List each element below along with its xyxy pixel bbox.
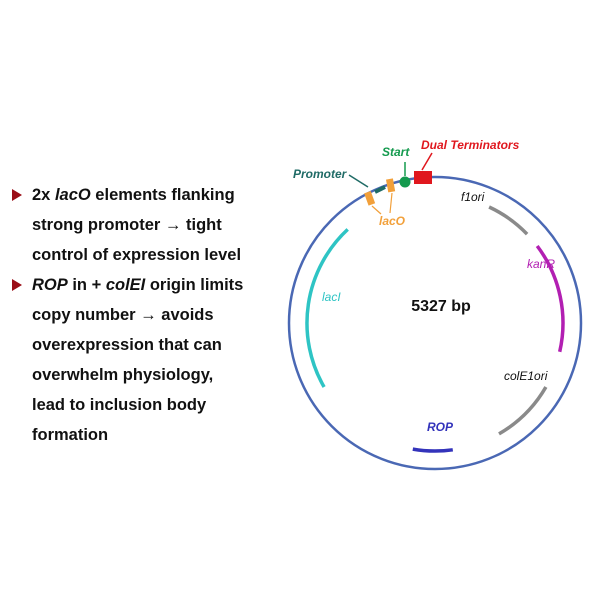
terminators-callout-line bbox=[421, 152, 433, 171]
bullet-item: 2x lacO elements flanking strong promoter… bbox=[8, 180, 270, 270]
feature-arc-f1ori bbox=[488, 205, 529, 236]
bullet-text: in + bbox=[67, 276, 106, 294]
bullet-line: control of expression level bbox=[32, 240, 270, 270]
bullet-text: elements flanking bbox=[90, 186, 235, 204]
bullet-line: overwhelm physiology, bbox=[32, 360, 270, 390]
laco-box-right bbox=[386, 178, 396, 193]
bullet-text: lead to inclusion body bbox=[32, 396, 207, 414]
bullet-text: strong promoter → tight bbox=[32, 216, 222, 234]
bullet-text: colEI bbox=[105, 276, 146, 294]
plasmid-size: 5327 bp bbox=[411, 298, 471, 315]
promoter-mark bbox=[374, 185, 386, 194]
bullet-text: copy number → avoids bbox=[32, 306, 214, 324]
feature-arc-colE1ori bbox=[498, 386, 548, 436]
bullet-line: overexpression that can bbox=[32, 330, 270, 360]
promoter-callout-line bbox=[348, 174, 369, 188]
bullet-text: 2x bbox=[32, 186, 55, 204]
terminators-mark bbox=[414, 171, 432, 184]
feature-arc-kanr bbox=[535, 244, 565, 353]
bullet-line: ROP in + colEI origin limits bbox=[32, 270, 270, 300]
bullet-text: formation bbox=[32, 426, 109, 444]
bullet-text: overexpression that can bbox=[32, 336, 222, 354]
bullet-line: copy number → avoids bbox=[32, 300, 270, 330]
label-start: Start bbox=[382, 145, 410, 159]
bullet-line: lead to inclusion body bbox=[32, 390, 270, 420]
label-laco: lacO bbox=[379, 214, 406, 228]
laco-callout-left bbox=[371, 205, 382, 215]
bullet-line: formation bbox=[32, 420, 270, 450]
label-laci: lacI bbox=[322, 290, 341, 304]
bullet-line: 2x lacO elements flanking bbox=[32, 180, 270, 210]
feature-arc-laci bbox=[305, 228, 349, 388]
bullet-list: 2x lacO elements flanking strong promoter… bbox=[8, 180, 270, 450]
bullet-text: lacO bbox=[54, 186, 91, 204]
label-kanr: kanR bbox=[527, 257, 555, 271]
label-terminators: Dual Terminators bbox=[421, 138, 520, 152]
label-promoter: Promoter bbox=[293, 167, 348, 181]
feature-arc-rop bbox=[412, 447, 454, 453]
plasmid-backbone bbox=[287, 175, 583, 471]
label-f1ori: f1ori bbox=[461, 190, 485, 204]
bullet-text: control of expression level bbox=[32, 246, 242, 264]
label-colE1ori: colE1ori bbox=[504, 369, 548, 383]
bullet-text: origin limits bbox=[145, 276, 244, 294]
bullet-text: ROP bbox=[32, 276, 68, 294]
bullet-text: overwhelm physiology, bbox=[32, 366, 214, 384]
bullet-line: strong promoter → tight bbox=[32, 210, 270, 240]
bullet-item: ROP in + colEI origin limits copy number … bbox=[8, 270, 270, 450]
laco-callout-right bbox=[389, 192, 393, 214]
laco-box-left bbox=[364, 190, 376, 206]
label-rop: ROP bbox=[427, 420, 454, 434]
bullet-triangle-icon bbox=[12, 279, 22, 291]
start-mark bbox=[399, 176, 411, 188]
bullet-triangle-icon bbox=[12, 189, 22, 201]
